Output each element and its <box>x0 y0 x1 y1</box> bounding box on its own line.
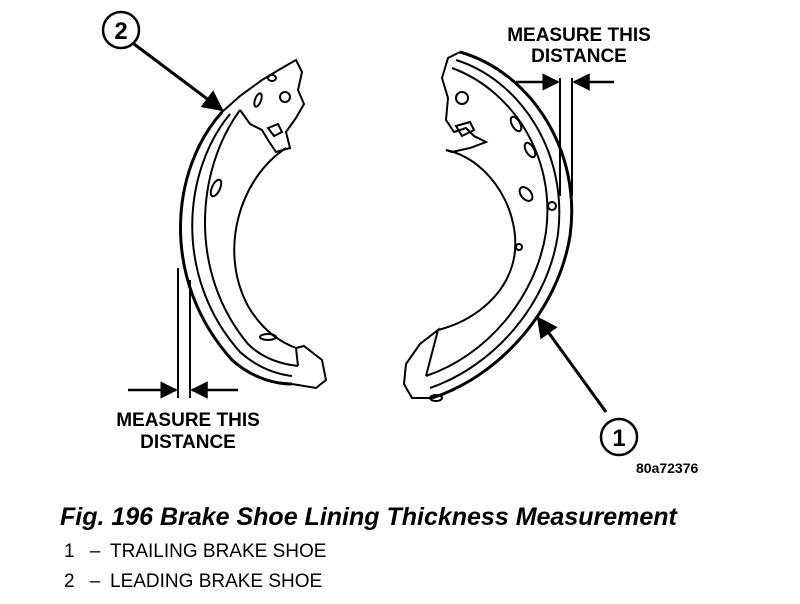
callout-1: 1 <box>536 316 639 457</box>
trailing-measure-label-line2: DISTANCE <box>531 46 627 67</box>
svg-text:2: 2 <box>114 18 127 45</box>
trailing-brake-shoe <box>402 50 574 402</box>
leading-measure-label-line1: MEASURE THIS <box>116 410 260 431</box>
legend-separator: – <box>89 541 101 562</box>
callout-2: 2 <box>101 10 224 112</box>
trailing-shoe-web <box>437 149 517 331</box>
leading-brake-shoe <box>179 58 328 390</box>
legend-text: LEADING BRAKE SHOE <box>110 571 323 592</box>
trailing-shoe-lining <box>431 50 574 400</box>
figure-caption: Fig. 196 Brake Shoe Lining Thickness Mea… <box>60 503 677 531</box>
leading-shoe-web <box>233 147 297 349</box>
leading-measure-label-line2: DISTANCE <box>140 432 236 453</box>
legend-number: 2 <box>64 571 75 592</box>
trailing-measure-guide <box>516 73 614 196</box>
legend-item-2: 2–LEADING BRAKE SHOE <box>64 571 322 593</box>
leading-shoe-lining <box>179 110 293 386</box>
legend-text: TRAILING BRAKE SHOE <box>110 541 327 562</box>
legend-item-1: 1–TRAILING BRAKE SHOE <box>64 541 326 563</box>
leading-measure-guide <box>128 268 238 399</box>
figure-code: 80a72376 <box>636 460 699 476</box>
trailing-measure-label-line1: MEASURE THIS <box>507 25 651 46</box>
legend-number: 1 <box>64 541 75 562</box>
legend-separator: – <box>89 571 101 592</box>
svg-text:1: 1 <box>612 425 625 452</box>
